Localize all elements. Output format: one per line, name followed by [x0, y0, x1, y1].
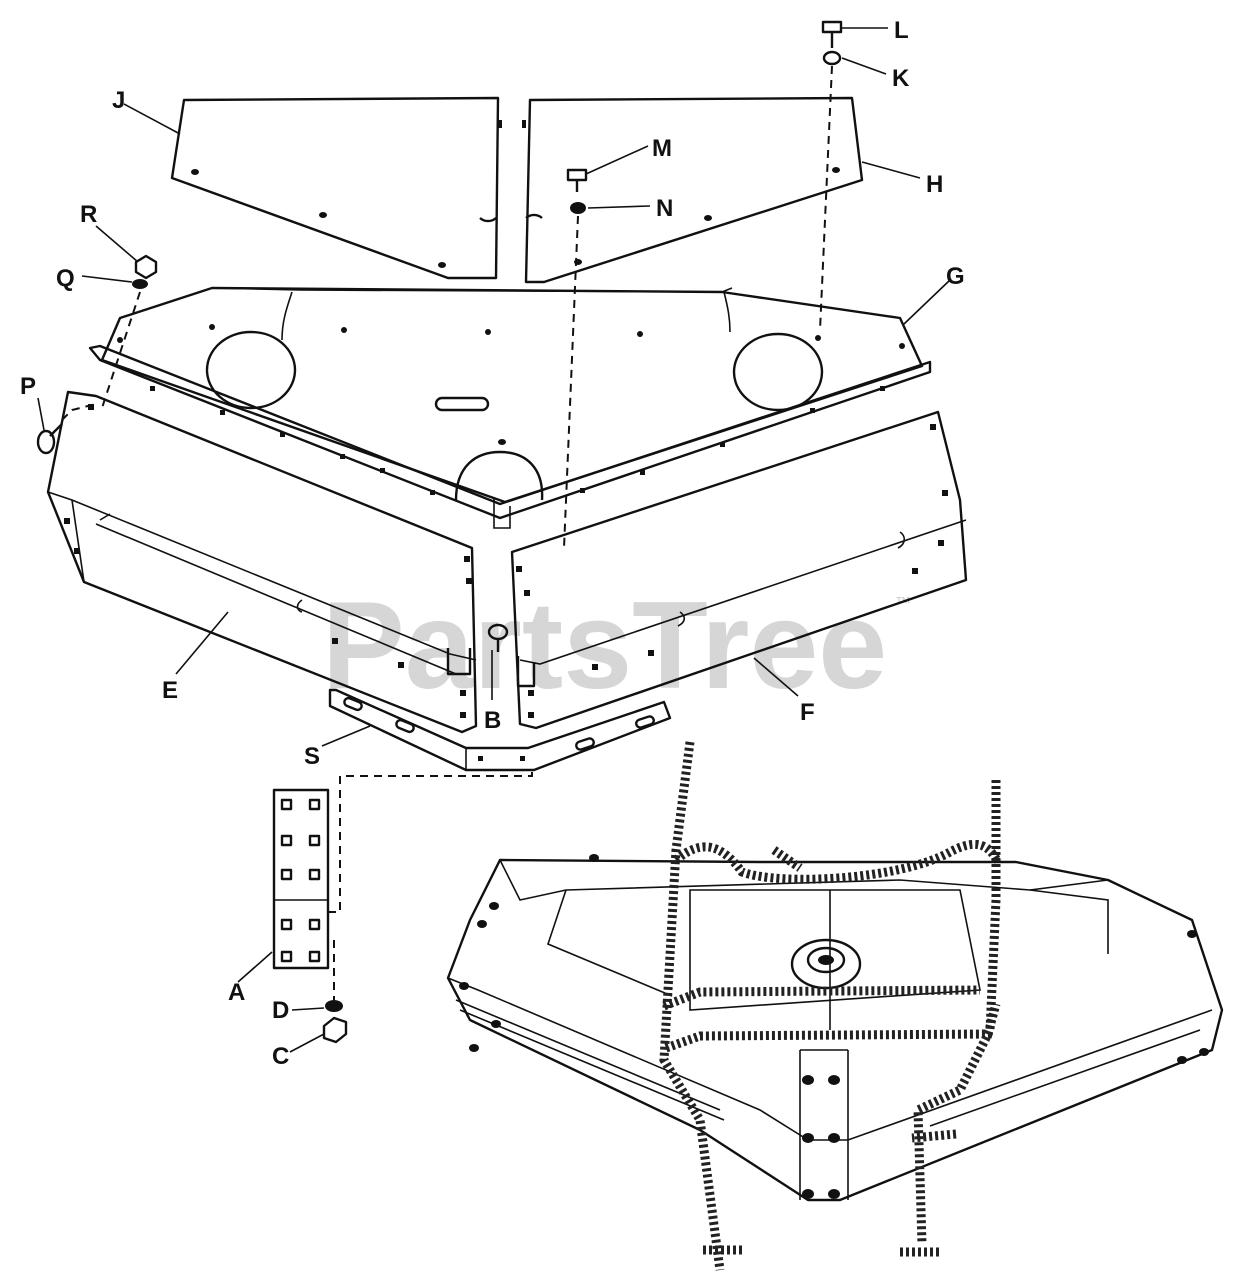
callout-h: H [926, 171, 943, 198]
callout-q: Q [56, 265, 75, 292]
callout-a: A [228, 979, 245, 1006]
part-h-right-cover [522, 96, 864, 284]
callout-g: G [946, 263, 965, 290]
callout-r: R [80, 201, 97, 228]
callout-n: N [656, 195, 673, 222]
watermark-text: PartsTree [322, 577, 887, 715]
callout-d: D [272, 997, 289, 1024]
callout-c: C [272, 1043, 289, 1070]
part-j-left-cover [170, 96, 502, 280]
assembled-deck [446, 741, 1224, 1271]
part-g-deck-top [88, 286, 932, 529]
callout-m: M [652, 135, 672, 162]
callout-l: L [894, 17, 909, 44]
part-a-bracket [272, 788, 330, 970]
assembly-lines [61, 65, 833, 1000]
callout-labels: L K J M H N R G Q P E B F S A D C [20, 17, 965, 1070]
callout-b: B [484, 707, 501, 734]
part-f-right-skirt [510, 410, 968, 730]
part-e-left-skirt [46, 390, 478, 734]
callout-p: P [20, 373, 36, 400]
callout-k: K [892, 65, 910, 92]
leader-lines [37, 27, 951, 1053]
part-s-v-bracket [328, 688, 672, 772]
callout-f: F [800, 699, 815, 726]
callout-s: S [304, 743, 320, 770]
callout-e: E [162, 677, 178, 704]
hardware [36, 20, 843, 1044]
watermark: PartsTree ™ [322, 577, 911, 715]
callout-j: J [112, 87, 125, 114]
